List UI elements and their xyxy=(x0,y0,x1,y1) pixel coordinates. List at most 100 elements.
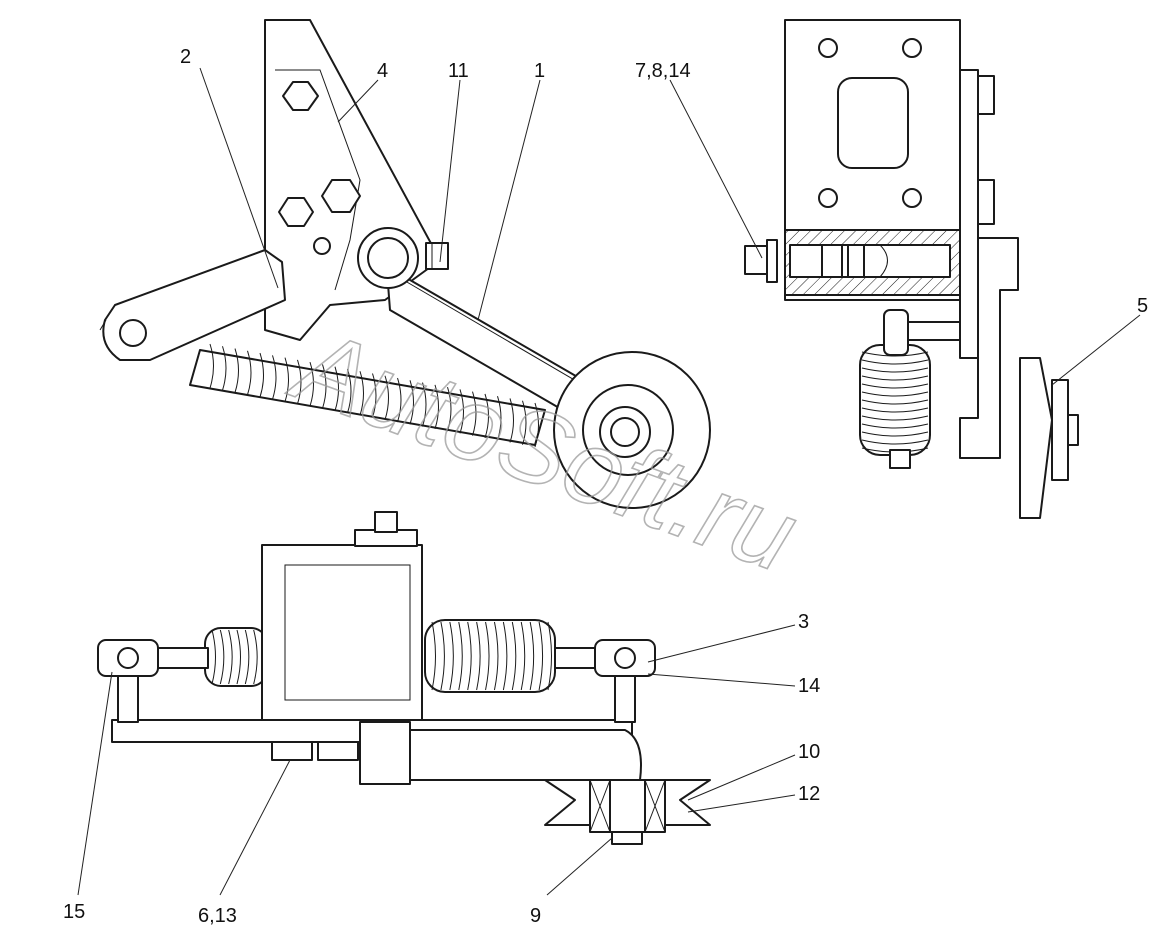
spring-coil xyxy=(259,352,264,398)
hex-bolt-bottom xyxy=(271,741,313,761)
hex-bolt-bottom xyxy=(317,741,359,761)
spring-coil xyxy=(534,402,539,448)
spring-coil xyxy=(359,371,364,416)
spring-coil xyxy=(309,362,314,407)
hex-bolt-icon xyxy=(282,81,319,111)
spring-coil xyxy=(209,343,214,389)
callout-4: 4 xyxy=(377,60,388,82)
spring-coil xyxy=(447,386,452,432)
spring-coil xyxy=(493,621,499,691)
pivot-nut xyxy=(425,242,449,270)
callout-labels: 2 4 11 1 7,8,14 5 3 14 10 12 9 6,13 15 xyxy=(63,46,1148,927)
spring-coil xyxy=(520,621,526,691)
callout-2: 2 xyxy=(180,46,191,68)
spring-coil xyxy=(431,621,436,691)
mounting-hole xyxy=(313,237,331,255)
callout-11: 11 xyxy=(448,60,469,82)
tension-spring-top-left xyxy=(204,627,268,687)
callout-15: 15 xyxy=(63,901,85,923)
leader-lines xyxy=(77,67,1141,896)
spring-coil xyxy=(222,346,227,391)
side-bolt-head xyxy=(977,179,995,225)
spring-coil xyxy=(236,629,241,685)
spring-coil xyxy=(347,368,352,414)
spring-coil xyxy=(861,439,929,445)
spring-coil xyxy=(861,415,929,421)
hex-bolt-icon xyxy=(321,179,361,213)
callout-12: 12 xyxy=(798,783,820,805)
spring-coil xyxy=(861,431,929,437)
tension-spring-side xyxy=(189,343,546,448)
spring-coil xyxy=(247,350,252,395)
flange-hole xyxy=(902,188,922,208)
callout-3: 3 xyxy=(798,611,809,633)
spring-coil xyxy=(440,621,445,691)
spring-coil xyxy=(502,621,508,691)
flange-hole xyxy=(818,38,838,58)
top-bolt xyxy=(374,511,398,533)
spring-coil xyxy=(522,400,527,445)
pulley-center-bolt xyxy=(611,831,643,845)
spring-coil xyxy=(485,621,490,691)
hex-bolt-icon xyxy=(278,197,314,227)
spring-coil xyxy=(511,621,517,691)
spring-coil xyxy=(219,629,225,685)
tension-spring-end xyxy=(859,309,931,469)
spring-coil xyxy=(272,355,277,400)
spring-coil xyxy=(211,629,216,685)
idler-pulley-end xyxy=(1019,357,1053,519)
spring-coil xyxy=(467,621,472,691)
spring-coil xyxy=(284,357,289,402)
callout-9: 9 xyxy=(530,905,541,927)
spring-coil xyxy=(334,366,339,411)
spring-coil xyxy=(861,399,929,405)
callout-10: 10 xyxy=(798,741,820,763)
spring-coil xyxy=(484,393,489,439)
spring-coil xyxy=(529,621,535,691)
spring-coil xyxy=(861,423,929,429)
top-view xyxy=(97,511,711,845)
spring-coil xyxy=(472,391,477,436)
spring-coil xyxy=(322,364,327,409)
callout-6-13: 6,13 xyxy=(198,905,237,927)
spring-coil xyxy=(861,375,929,381)
side-bolt-head xyxy=(977,75,995,115)
spring-coil xyxy=(459,389,464,434)
spring-coil xyxy=(253,629,258,685)
spring-coil xyxy=(397,377,402,423)
spring-coil xyxy=(409,380,414,425)
spring-coil xyxy=(434,384,439,429)
spring-coil xyxy=(497,396,502,441)
tension-spring-top-right xyxy=(424,619,556,693)
callout-7-8-14: 7,8,14 xyxy=(635,60,691,82)
spring-coil xyxy=(297,359,302,405)
shaft-nut xyxy=(744,245,768,275)
spring-coil xyxy=(538,621,544,691)
spring-coil xyxy=(244,629,250,685)
spring-coil xyxy=(547,621,552,691)
flange-window xyxy=(837,77,909,169)
spring-coil xyxy=(234,348,239,393)
flange-hole xyxy=(818,188,838,208)
spring-coil xyxy=(449,621,454,691)
callout-1: 1 xyxy=(534,60,545,82)
spring-coil xyxy=(861,407,929,413)
bracket-housing xyxy=(261,544,423,721)
spring-coil xyxy=(476,621,481,691)
spring-coil xyxy=(861,367,929,373)
spring-coil xyxy=(861,359,929,365)
callout-14: 14 xyxy=(798,675,820,697)
callout-5: 5 xyxy=(1137,295,1148,317)
spring-coil xyxy=(384,375,389,420)
spring-coil xyxy=(422,382,427,427)
spring-coil xyxy=(861,383,929,389)
spring-coil xyxy=(228,629,233,685)
spring-coil xyxy=(458,621,463,691)
end-view xyxy=(744,19,1079,519)
spring-coil xyxy=(372,373,377,418)
spring-coil xyxy=(861,391,929,397)
side-view xyxy=(99,19,711,509)
tensioner-arm-top xyxy=(409,729,642,781)
pivot-hole xyxy=(367,237,409,279)
